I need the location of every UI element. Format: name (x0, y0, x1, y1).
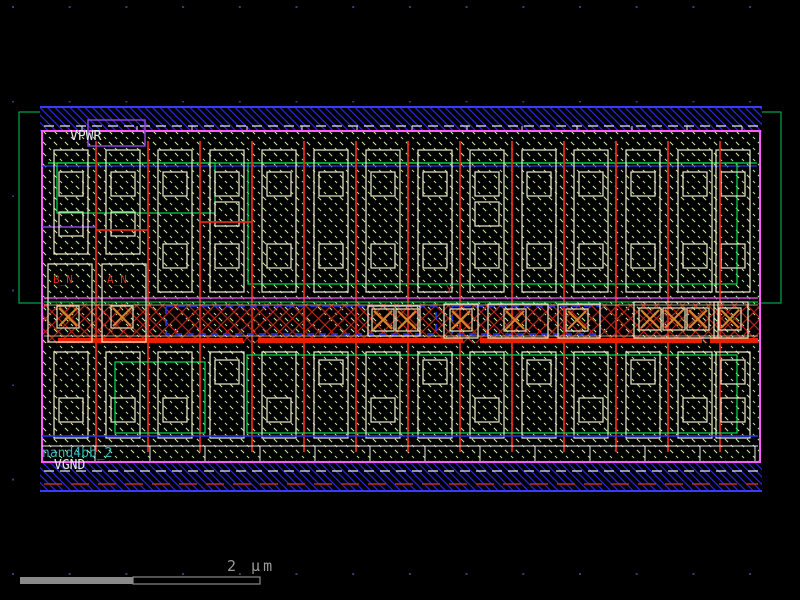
vpwr-rail (40, 106, 762, 133)
poly-gates (95, 141, 721, 452)
scale-bar-hollow-segment (132, 576, 261, 585)
thick-red-rails (58, 338, 758, 343)
metal-route-dashed (165, 305, 437, 335)
scale-bar-label: 2 μm (227, 557, 275, 575)
cell-boundary (41, 130, 761, 463)
mid-contact-band (43, 263, 759, 343)
rail-pin-ticks (81, 126, 743, 132)
ndiff-region (246, 354, 738, 434)
rail-pin-ticks (94, 446, 756, 461)
vpwr-label: VPWR (70, 129, 101, 144)
pdiff-region (247, 162, 738, 285)
pmos-section (42, 149, 757, 293)
vgnd-label: VGND (54, 458, 85, 473)
vgnd-rail (40, 463, 762, 492)
nmos-section (42, 351, 758, 461)
pin-label-y: Y (446, 283, 453, 296)
cell-name-label: nand4bb_2 (42, 446, 112, 461)
pin-label-b-n: B_N (53, 273, 73, 286)
vpwr-pin-box (87, 119, 146, 147)
scale-bar-solid-segment (20, 577, 133, 584)
contact-clusters (47, 263, 749, 343)
pin-label-a-n: A_N (107, 273, 127, 286)
scale-bar: 2 μm (20, 557, 275, 585)
